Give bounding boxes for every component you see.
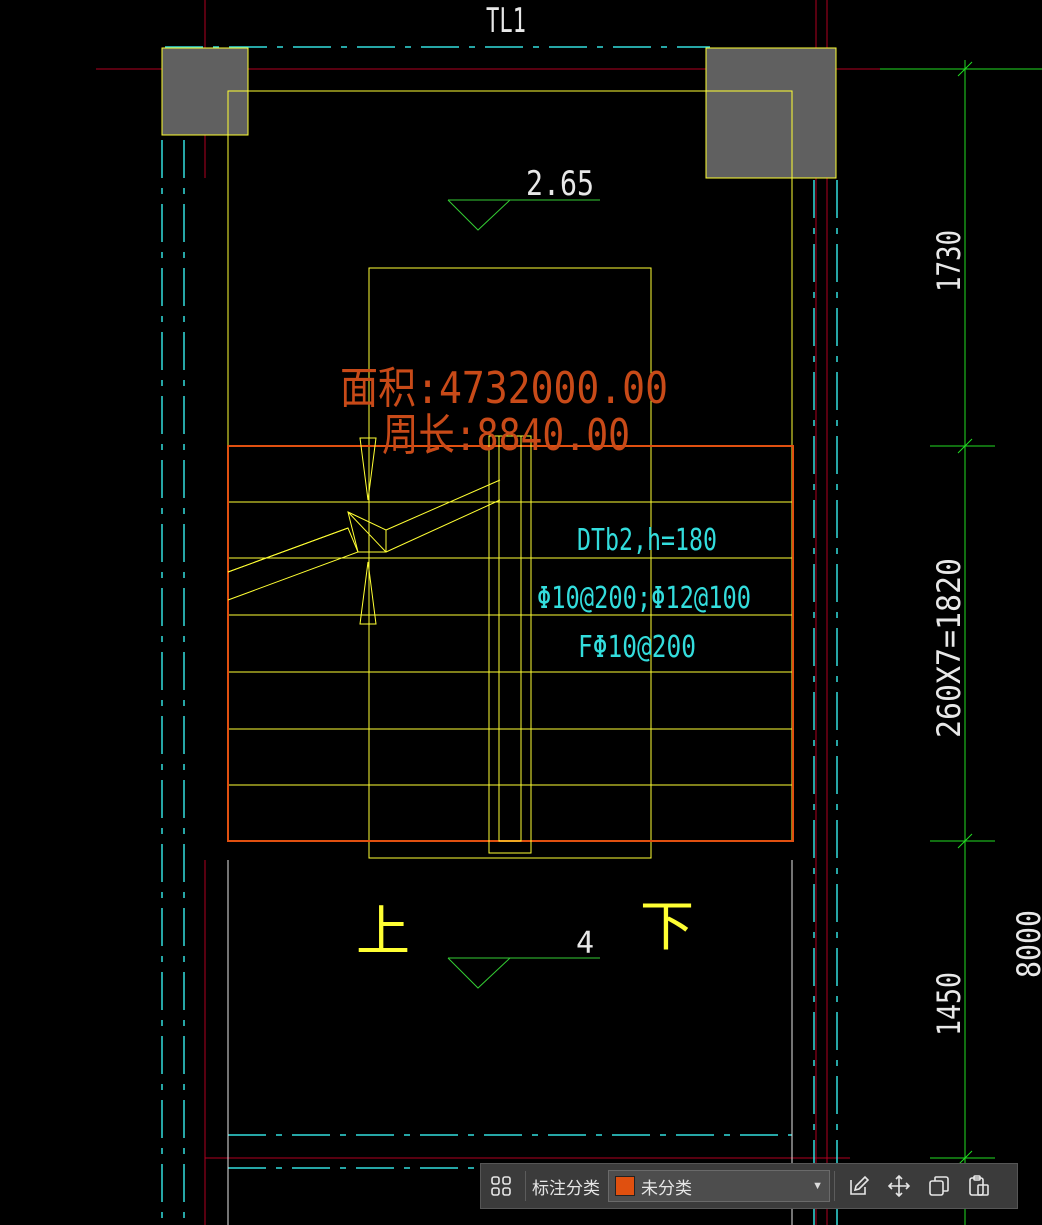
- slab-name-label: DTb2,h=180: [577, 523, 717, 558]
- landing-outline: [368, 267, 652, 859]
- dim-total-text: 8000: [1010, 910, 1042, 978]
- chevron-down-icon: ▼: [812, 1180, 823, 1192]
- selected-stair-slab[interactable]: [227, 445, 794, 842]
- toolbar-divider: [525, 1171, 526, 1201]
- dim-middle-text: 260X7=1820: [930, 558, 968, 738]
- perimeter-label: 周长:8840.00: [382, 410, 630, 461]
- elevation-top-text: 2.65: [526, 164, 594, 204]
- paste-icon[interactable]: [959, 1164, 999, 1208]
- beam-label: TL1: [486, 1, 526, 41]
- dim-bottom-text: 1450: [930, 972, 968, 1036]
- area-label: 面积:4732000.00: [340, 363, 668, 414]
- handrail: [488, 435, 532, 854]
- copy-icon[interactable]: [919, 1164, 959, 1208]
- stair-treads: [228, 501, 792, 786]
- column-right[interactable]: [705, 47, 837, 179]
- edit-icon[interactable]: [839, 1164, 879, 1208]
- break-line: [227, 437, 501, 625]
- rebar-dist-label: FΦ10@200: [578, 630, 696, 665]
- category-label: 标注分类: [532, 1178, 600, 1198]
- annotation-toolbar: 标注分类 未分类 ▼: [480, 1163, 1018, 1209]
- move-icon[interactable]: [879, 1164, 919, 1208]
- grid-icon[interactable]: [481, 1164, 521, 1208]
- down-label: 下: [640, 895, 694, 958]
- category-value: 未分类: [641, 1178, 692, 1198]
- rebar-main-label: Φ10@200;Φ12@100: [537, 581, 751, 616]
- elevation-marker-top: [447, 199, 600, 231]
- dimension-lines: [880, 60, 1042, 1225]
- category-color-swatch: [615, 1176, 635, 1196]
- category-dropdown[interactable]: 未分类 ▼: [608, 1170, 830, 1202]
- elevation-bottom-text: 4: [576, 926, 594, 961]
- handrail-inner: [498, 435, 522, 842]
- toolbar-divider: [834, 1171, 835, 1201]
- elevation-marker-bottom: [447, 957, 600, 989]
- up-label: 上: [356, 900, 410, 963]
- axis-lines: [96, 0, 880, 1225]
- dim-top-text: 1730: [930, 230, 968, 292]
